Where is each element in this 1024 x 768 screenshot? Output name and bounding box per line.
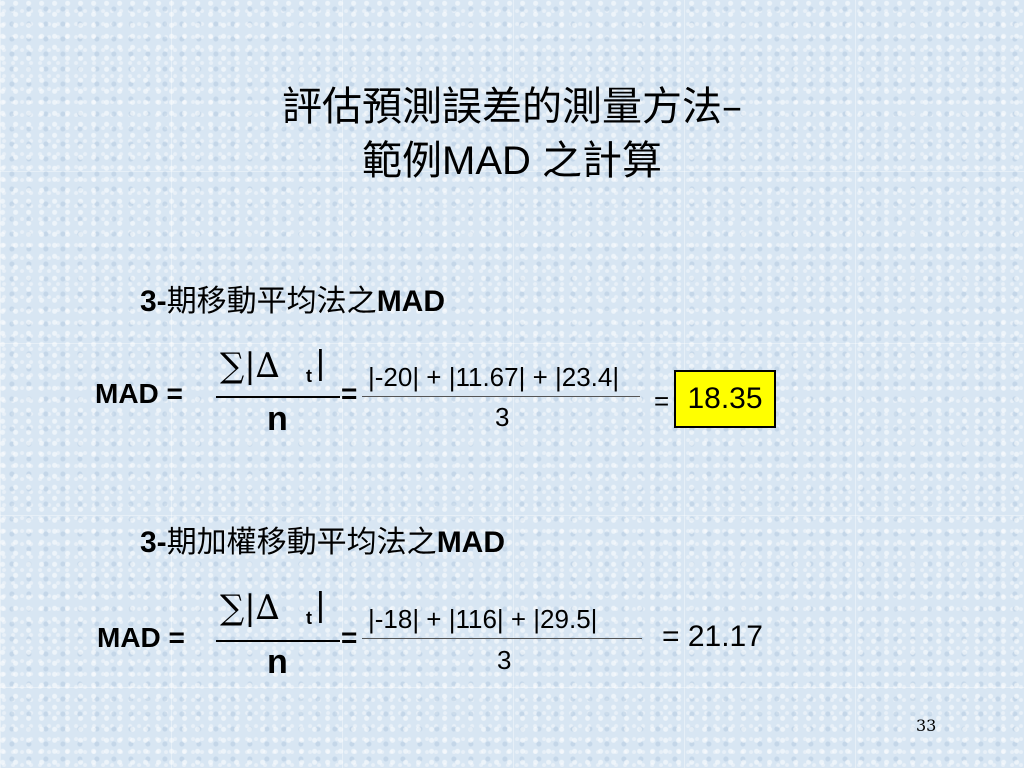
section1-equals: = (341, 378, 358, 409)
section2-numerator: |-18| + |116| + |29.5| (368, 604, 598, 634)
section1-heading-num: 3- (140, 285, 167, 318)
section2-value-bar (362, 638, 642, 639)
section1-n: n (267, 400, 288, 438)
section1-subscript-t: t (306, 366, 312, 386)
title-suffix: 之計算 (542, 138, 662, 184)
section1-result-box: 18.35 (674, 370, 776, 428)
section2-heading-text: 期加權移動平均法之 (166, 526, 437, 559)
section2-heading: 3-期加權移動平均法之MAD (140, 517, 505, 561)
section1-numerator: |-20| + |11.67| + |23.4| (368, 362, 620, 392)
section2-sigma-delta: ∑|∆ (220, 588, 280, 628)
section2-denominator: 3 (497, 645, 512, 675)
slide-title-line2: 範例MAD 之計算 (0, 136, 1024, 186)
section2-abs-close: | (316, 586, 325, 624)
section2-n: n (267, 643, 288, 681)
title-prefix: 範例 (362, 138, 442, 184)
section1-result-equals: = (654, 386, 670, 416)
slide-title-line1: 評估預測誤差的測量方法– (282, 84, 742, 130)
section2-heading-mad: MAD (436, 526, 506, 559)
section2-result: = 21.17 (662, 620, 763, 653)
section1-abs-close: | (316, 344, 325, 382)
section1-denominator: 3 (495, 402, 510, 432)
section1-fraction-bar (216, 396, 340, 398)
section1-result: 18.35 (687, 382, 763, 415)
section1-heading-mad: MAD (376, 285, 446, 318)
page-number: 33 (916, 716, 937, 735)
section2-mad-label: MAD = (97, 622, 185, 653)
title-mad: MAD (442, 139, 542, 183)
section1-heading-text: 期移動平均法之 (166, 285, 377, 318)
section2-heading-num: 3- (140, 526, 167, 559)
section2-fraction-bar (216, 640, 340, 642)
section2-subscript-t: t (306, 608, 312, 628)
section2-equals: = (341, 622, 358, 653)
section1-value-bar (362, 396, 640, 397)
section1-sigma-delta: ∑|∆ (220, 346, 280, 386)
section1-heading: 3-期移動平均法之MAD (140, 276, 445, 320)
section1-mad-label: MAD = (95, 378, 183, 409)
